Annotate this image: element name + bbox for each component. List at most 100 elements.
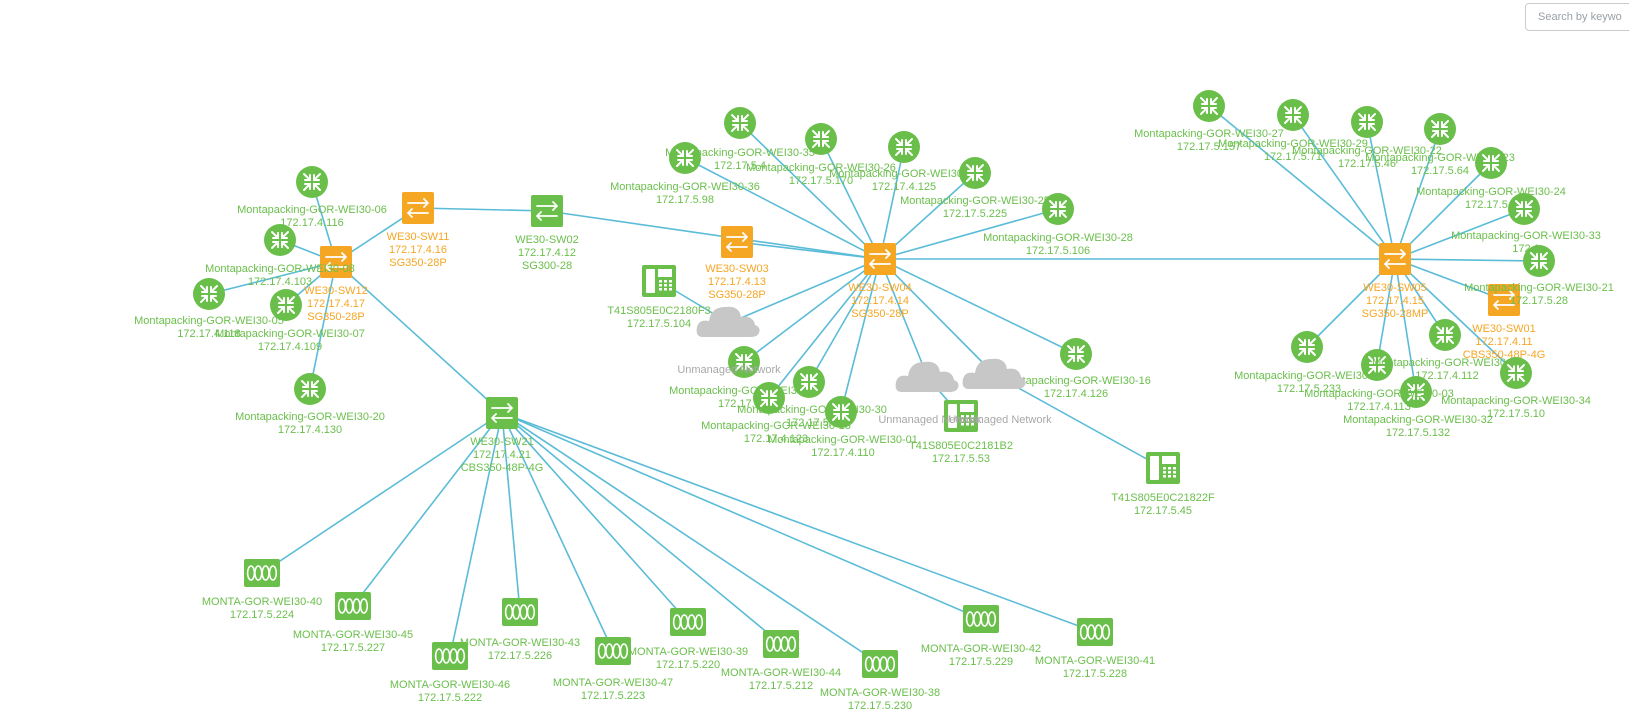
- node-name-label: Unmanaged Network: [878, 414, 982, 426]
- node-cl2[interactable]: Unmanaged Network: [878, 361, 982, 426]
- router-icon: [805, 123, 837, 155]
- link-sw11-sw02: [417, 207, 548, 212]
- node-name-label: Montapacking-GOR-WEI30-36: [610, 181, 760, 193]
- router-arrows-glyph: [1049, 200, 1067, 218]
- node-ip-label: 172.17.5.104: [627, 318, 691, 330]
- node-name-label: Montapacking-GOR-WEI30-34: [1441, 395, 1591, 407]
- router-icon: [1042, 193, 1074, 225]
- switch-arrows-glyph: [325, 252, 347, 272]
- node-name-label: Montapacking-GOR-WEI30-27: [1134, 128, 1284, 140]
- node-name-label: Montapacking-GOR-WEI30-01: [768, 434, 918, 446]
- node-name-label: Montapacking-GOR-WEI30-05: [134, 315, 284, 327]
- link-sw21-m45: [352, 412, 503, 607]
- phone-key-glyph: [1173, 471, 1176, 474]
- router-icon: [193, 278, 225, 310]
- link-sw04-sw03: [736, 241, 881, 260]
- node-ip-label: 172.17.5.132: [1386, 427, 1450, 439]
- endpoint-chain-glyph: [597, 643, 629, 659]
- endpoint-chain-glyph: [1079, 624, 1111, 640]
- router-icon: [1429, 319, 1461, 351]
- node-ip-label: 172.17.5.233: [1277, 383, 1341, 395]
- phone-key-glyph: [961, 419, 964, 422]
- router-icon: [264, 224, 296, 256]
- node-name-label: Montapacking-GOR-WEI30-35: [665, 147, 815, 159]
- search-input[interactable]: [1525, 3, 1629, 31]
- router-icon: [1523, 245, 1555, 277]
- node-model-label: SG350-28P: [708, 289, 765, 301]
- node-name-label: MONTA-GOR-WEI30-46: [390, 679, 510, 691]
- phone-key-glyph: [659, 288, 662, 291]
- node-ip-label: 172.17.4.110: [811, 447, 874, 459]
- link-sw02-sw04: [546, 210, 881, 260]
- node-name-label: WE30-SW12: [304, 285, 368, 297]
- router-arrows-glyph: [1358, 113, 1376, 131]
- phone-key-glyph: [1173, 475, 1176, 478]
- router-icon: [1475, 147, 1507, 179]
- phone-key-glyph: [1163, 467, 1166, 470]
- node-name-label: WE30-SW03: [705, 263, 769, 275]
- node-ip-label: 172.17.5.223: [581, 690, 645, 702]
- link-sw04-r15: [879, 146, 905, 260]
- link-sw04-cl3: [879, 258, 996, 376]
- node-ip-label: 172.17.5.170: [789, 175, 853, 187]
- node-name-label: WE30-SW02: [515, 234, 579, 246]
- node-cl3[interactable]: Unmanaged Network: [948, 358, 1052, 426]
- phone-key-glyph: [966, 419, 969, 422]
- node-cl1[interactable]: Unmanaged Network: [677, 306, 781, 376]
- node-name-label: T41S805E0C2181B2: [909, 440, 1013, 452]
- node-name-label: Unmanaged Network: [948, 414, 1052, 426]
- node-name-label: T41S805E0C2180F3: [607, 305, 710, 317]
- link-sw05-r21: [1394, 258, 1540, 262]
- node-ip-label: 172.17.5.230: [848, 700, 912, 712]
- node-model-label: CBS350-48P-4G: [461, 462, 544, 474]
- link-sw04-cl1: [728, 258, 881, 324]
